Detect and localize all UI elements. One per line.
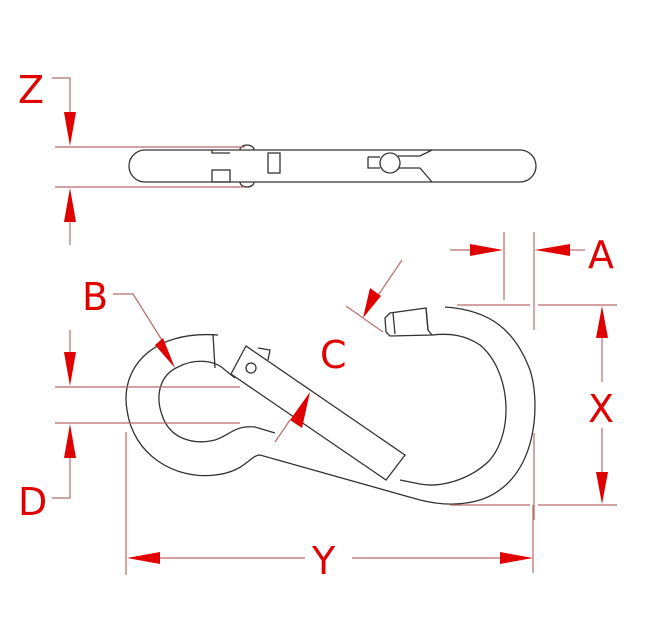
top-view bbox=[128, 144, 537, 188]
dimension-x: X bbox=[450, 304, 617, 506]
label-x: X bbox=[588, 387, 614, 431]
label-z: Z bbox=[18, 68, 44, 112]
label-c: C bbox=[320, 333, 347, 377]
label-b: B bbox=[82, 275, 108, 319]
side-view bbox=[125, 306, 536, 505]
label-a: A bbox=[588, 233, 614, 277]
dimension-d: D bbox=[18, 330, 240, 524]
dimension-c: C bbox=[274, 259, 403, 443]
label-y: Y bbox=[311, 539, 336, 583]
dimension-y: Y bbox=[125, 432, 534, 583]
dimension-z: Z bbox=[18, 68, 245, 245]
label-d: D bbox=[18, 480, 47, 524]
dimension-b: B bbox=[82, 275, 175, 368]
spring-gate bbox=[230, 345, 406, 481]
dimension-a: A bbox=[450, 232, 614, 520]
